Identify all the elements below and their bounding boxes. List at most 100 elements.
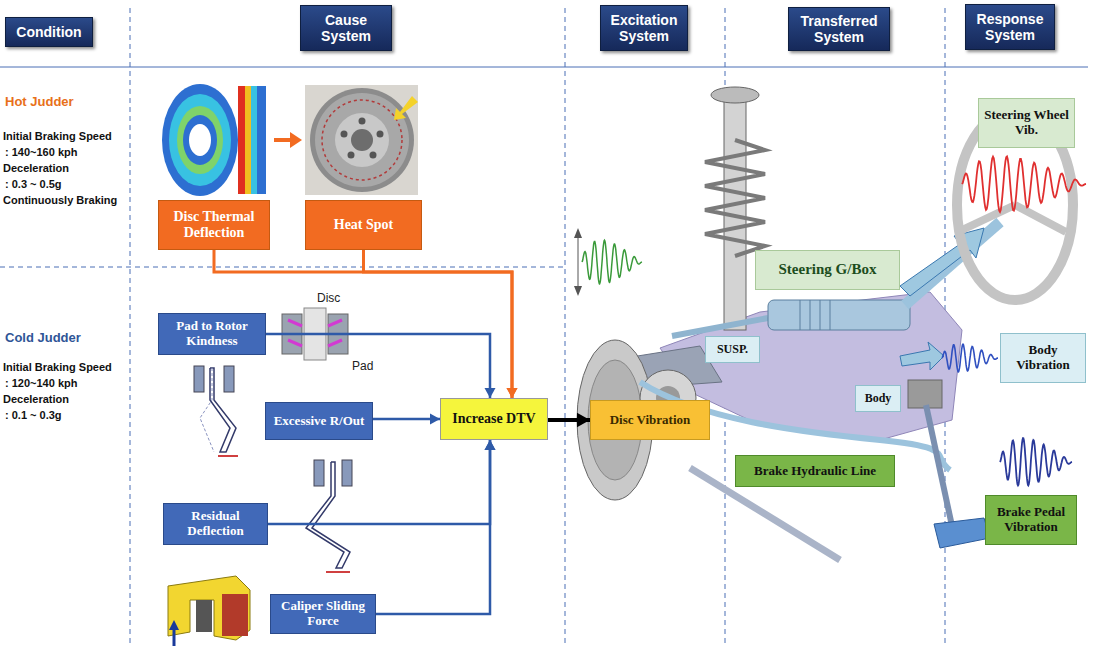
path-box: Body [855, 385, 901, 412]
disc-section [238, 86, 245, 194]
residual-sketch [306, 460, 352, 572]
header-rule [0, 67, 1088, 68]
disc-bore [189, 124, 211, 156]
result-box: Increase DTV [440, 398, 548, 440]
header-box: Response System [965, 4, 1055, 50]
vibration-trace [942, 344, 998, 372]
coil-spring [705, 140, 765, 256]
node-text: Disc Thermal Deflection [164, 209, 264, 241]
vibration-trace [582, 240, 642, 284]
condition-text: : 140~160 kph [5, 146, 77, 158]
header-box: Transferred System [788, 7, 890, 51]
node-text: Brake Hydraulic Line [754, 464, 876, 479]
node-text: Steering Wheel Vib. [984, 108, 1069, 138]
transfer-arrow [900, 342, 944, 370]
path-box: Steering G/Box [755, 250, 900, 290]
rack-boot [820, 300, 821, 330]
disc-section [251, 86, 257, 194]
path-box: Brake Hydraulic Line [735, 455, 895, 487]
chassis-illustration [577, 87, 1073, 560]
pedal-arm [926, 405, 952, 526]
condition-text: : 0.1 ~ 0.3g [5, 409, 62, 421]
force-arrow [328, 340, 342, 346]
disc-contour [177, 106, 223, 174]
brake-pad [222, 594, 248, 636]
bolt-hole [377, 131, 384, 138]
disc-contour [183, 115, 217, 165]
rack-boot [830, 300, 831, 330]
strut [724, 92, 746, 330]
arrow-head [485, 440, 496, 450]
connector-line [266, 334, 490, 398]
connector-line [268, 440, 490, 524]
brake-pad [224, 366, 234, 392]
thermal-disc-plot [162, 84, 266, 196]
force-arrow [169, 620, 179, 630]
steering-rack [768, 300, 910, 330]
connector-line [376, 440, 490, 614]
bolt-hole [370, 152, 377, 159]
node-text: Increase DTV [452, 411, 535, 427]
node-text: SUSP. [717, 343, 748, 357]
response-box: Steering Wheel Vib. [978, 98, 1075, 148]
pedal-pad [934, 518, 990, 548]
strut-mount [711, 87, 759, 103]
photo-ground [305, 85, 418, 195]
condition-text: Initial Braking Speed [3, 361, 112, 373]
wheel-spoke [1015, 205, 1066, 232]
amplitude-arrow [578, 232, 579, 292]
bolt-hole [348, 152, 355, 159]
caliper-sketch [168, 576, 250, 646]
force-arrow [328, 320, 342, 326]
process-arrow [274, 138, 292, 142]
cause-box: Excessive R/Out [265, 402, 373, 440]
force-arrow [173, 628, 176, 646]
force-arrow [288, 320, 302, 326]
node-text: Caliper Sliding Force [276, 599, 370, 629]
connector-line [373, 418, 440, 421]
cause-box: Caliper Sliding Force [270, 594, 376, 634]
arrow-head [485, 440, 496, 450]
disc-contour [162, 84, 238, 196]
disc-nominal [200, 368, 214, 452]
cause-box: Pad to Rotor Kindness [158, 313, 266, 355]
cause-box: Heat Spot [305, 200, 422, 250]
arrow-head [507, 388, 518, 398]
deflection-arrow [326, 571, 350, 573]
heat-spot-photo [305, 85, 418, 195]
brake-pad [314, 460, 324, 486]
node-text: Body [865, 392, 892, 406]
process-arrow [290, 132, 302, 148]
condition-text: Deceleration [3, 162, 69, 174]
response-box: Brake Pedal Vibration [985, 495, 1077, 545]
condition-text: Initial Braking Speed [3, 130, 112, 142]
column-divider [130, 8, 131, 645]
node-text: Excitation System [606, 12, 682, 44]
response-box: Body Vibration [1000, 333, 1086, 383]
heat-ring [322, 100, 402, 180]
disc-section [257, 86, 266, 194]
rack-boot [800, 300, 801, 330]
wheel-spoke [962, 205, 1015, 230]
amplitude-arrow [574, 286, 582, 296]
disc-hat [335, 113, 389, 167]
cause-box: Disc Thermal Deflection [158, 200, 270, 250]
node-text: Response System [971, 11, 1049, 43]
node-text: Brake Pedal Vibration [991, 505, 1071, 535]
node-text: Cause System [306, 12, 386, 44]
node-text: Transferred System [794, 13, 884, 45]
header-box: Condition [5, 17, 93, 47]
flow-connector [268, 440, 496, 524]
disc-contour [169, 94, 231, 186]
amplitude-arrow [574, 228, 582, 238]
flow-connector [548, 413, 590, 427]
brake-pad [194, 366, 204, 392]
arrow-head [485, 388, 496, 398]
node-text: Residual Deflection [169, 509, 262, 539]
vibration-trace [962, 156, 1086, 212]
brake-booster [908, 380, 942, 408]
disc-outline [210, 368, 236, 452]
header-box: Excitation System [600, 5, 688, 51]
part-label: Disc [317, 292, 340, 305]
header-box: Cause System [300, 5, 392, 51]
